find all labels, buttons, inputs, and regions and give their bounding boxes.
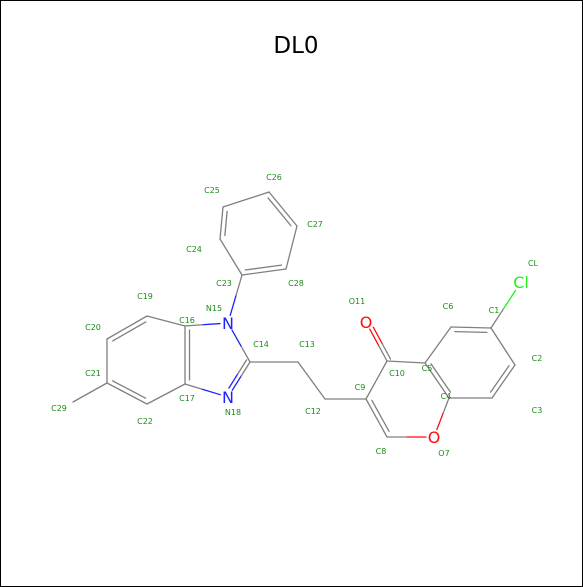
atom-label-c17: C17 (179, 394, 195, 403)
atom-label-c29: C29 (51, 404, 67, 413)
bond-c23-c24 (219, 238, 243, 276)
atom-label-c12: C12 (305, 407, 321, 416)
bond-c24-c25 (219, 206, 224, 240)
bond-c10-o11-dbl-a (381, 342, 392, 360)
bond-c16-c19 (146, 315, 186, 327)
bond-n18-c14-dbl-a (228, 373, 239, 389)
bond-c4-c5 (424, 362, 450, 399)
atom-label-c24: C24 (186, 245, 202, 254)
atom-label-o11: O11 (349, 297, 365, 306)
atom-label-n15: N15 (206, 304, 222, 313)
atom-label-n18: N18 (225, 408, 241, 417)
bond-c26-c27 (268, 191, 298, 227)
atom-label-c27: C27 (307, 220, 323, 229)
atom-label-c16: C16 (179, 316, 195, 325)
bond-c14-n15-a (240, 345, 251, 363)
atom-symbols: N N O O Cl (222, 273, 529, 447)
atom-label-c1: C1 (489, 306, 500, 315)
bond-c1-cl-a (490, 308, 504, 329)
bond-c17-n18-a (184, 383, 204, 390)
atom-label-o7: O7 (438, 449, 449, 458)
atom-label-c10: C10 (389, 369, 405, 378)
bond-c28-c23 (241, 268, 287, 276)
bond-c2-c3 (491, 364, 516, 399)
bonds (72, 191, 517, 438)
atom-label-c25: C25 (204, 186, 220, 195)
bond-c25-c26 (222, 191, 270, 208)
bond-n15-c16-a (201, 322, 221, 326)
bond-c17-n18-b (202, 388, 221, 396)
atom-label-c14: C14 (253, 340, 269, 349)
bond-n18-c14-a (231, 375, 242, 391)
bond-n15-c23-a (229, 294, 237, 316)
bond-c26-c27-dbl (267, 197, 292, 227)
bond-c24-c25-dbl (224, 210, 228, 237)
bond-c22-c17 (146, 383, 186, 405)
atom-label-c6: C6 (443, 302, 454, 311)
atom-label-c26: C26 (266, 173, 282, 182)
atom-label-c9: C9 (355, 383, 366, 392)
diagram-title: DL0 (273, 33, 318, 59)
bond-c9-c10 (365, 360, 388, 400)
bond-c4-o7-b (436, 413, 444, 431)
bond-n18-c14-b (240, 361, 251, 377)
bond-n18-c14-dbl-b (237, 359, 248, 375)
bond-c8-c9 (365, 398, 388, 438)
bond-c10-c5 (386, 360, 426, 364)
atom-label-cl: CL (528, 259, 539, 268)
atom-symbol-o7: O (428, 428, 441, 447)
bond-c10-o11-b (369, 328, 380, 346)
atom-symbol-n15: N (222, 314, 234, 333)
atom-labels: C1C2C3C4C5C6O7C8C9C10O11C12C13C14N15C16C… (51, 173, 542, 458)
bond-c5-c6 (424, 326, 452, 364)
bond-c21-c22-dbl (111, 380, 147, 399)
bond-c14-n15-b (231, 329, 242, 347)
atom-label-c22: C22 (137, 417, 153, 426)
atom-symbol-cl: Cl (513, 273, 529, 292)
bond-c28-c23-dbl (244, 264, 283, 271)
bond-c27-c28 (285, 225, 298, 270)
bond-n15-c23-b (235, 274, 243, 296)
bond-c1-cl-b (502, 289, 517, 310)
bond-n15-c16-b (184, 324, 204, 327)
atom-label-c21: C21 (85, 369, 101, 378)
atom-label-c2: C2 (532, 354, 543, 363)
bond-c4-o7-a (442, 397, 450, 415)
bond-c12-c13 (297, 361, 326, 400)
atom-label-c28: C28 (288, 279, 304, 288)
atom-label-c8: C8 (376, 447, 387, 456)
atom-label-c19: C19 (137, 292, 153, 301)
bond-c6-c1 (450, 326, 492, 329)
bond-c19-c20 (106, 315, 148, 340)
atom-label-c5: C5 (422, 364, 433, 373)
atom-symbol-n18: N (222, 388, 234, 407)
bond-c6-c1-dbl (454, 330, 488, 334)
bond-c21-c22 (106, 382, 148, 405)
atom-label-c4: C4 (441, 392, 452, 401)
bond-c4-c5-dbl (430, 363, 452, 393)
bond-c21-c29 (72, 382, 108, 403)
atom-label-c20: C20 (85, 323, 101, 332)
bond-c8-c9-dbl (371, 399, 390, 432)
bond-c10-o11-a (377, 344, 388, 362)
bond-c1-c2 (490, 327, 516, 366)
atom-label-c13: C13 (299, 340, 315, 349)
atom-symbol-o11: O (360, 313, 373, 332)
atom-label-c23: C23 (216, 279, 232, 288)
bond-c2-c3-dbl (489, 365, 510, 393)
atom-label-c3: C3 (532, 406, 543, 415)
bond-c10-o11-dbl-b (372, 326, 383, 344)
bond-c19-c20-dbl (112, 321, 147, 342)
